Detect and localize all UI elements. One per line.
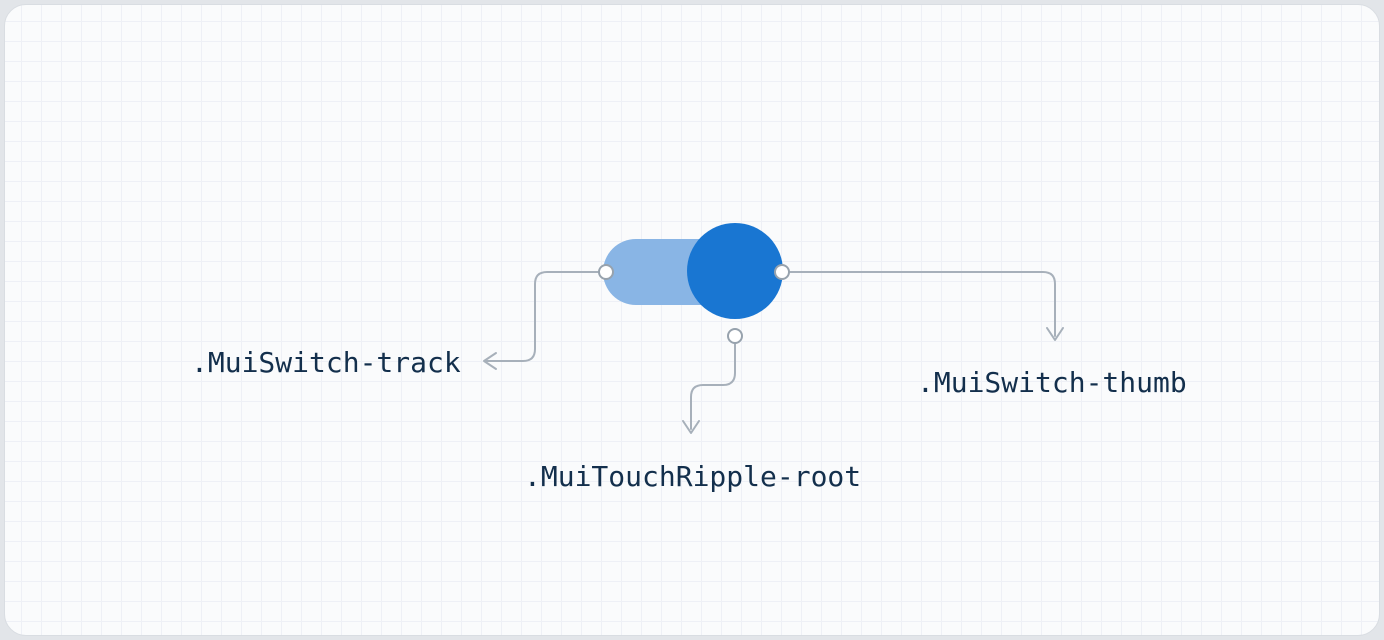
diagram-canvas xyxy=(4,4,1380,636)
label-muitouchripple-root: .MuiTouchRipple-root xyxy=(524,460,862,493)
label-muiswitch-track: .MuiSwitch-track xyxy=(191,346,461,379)
switch-thumb xyxy=(687,223,783,319)
label-muiswitch-thumb: .MuiSwitch-thumb xyxy=(917,366,1187,399)
